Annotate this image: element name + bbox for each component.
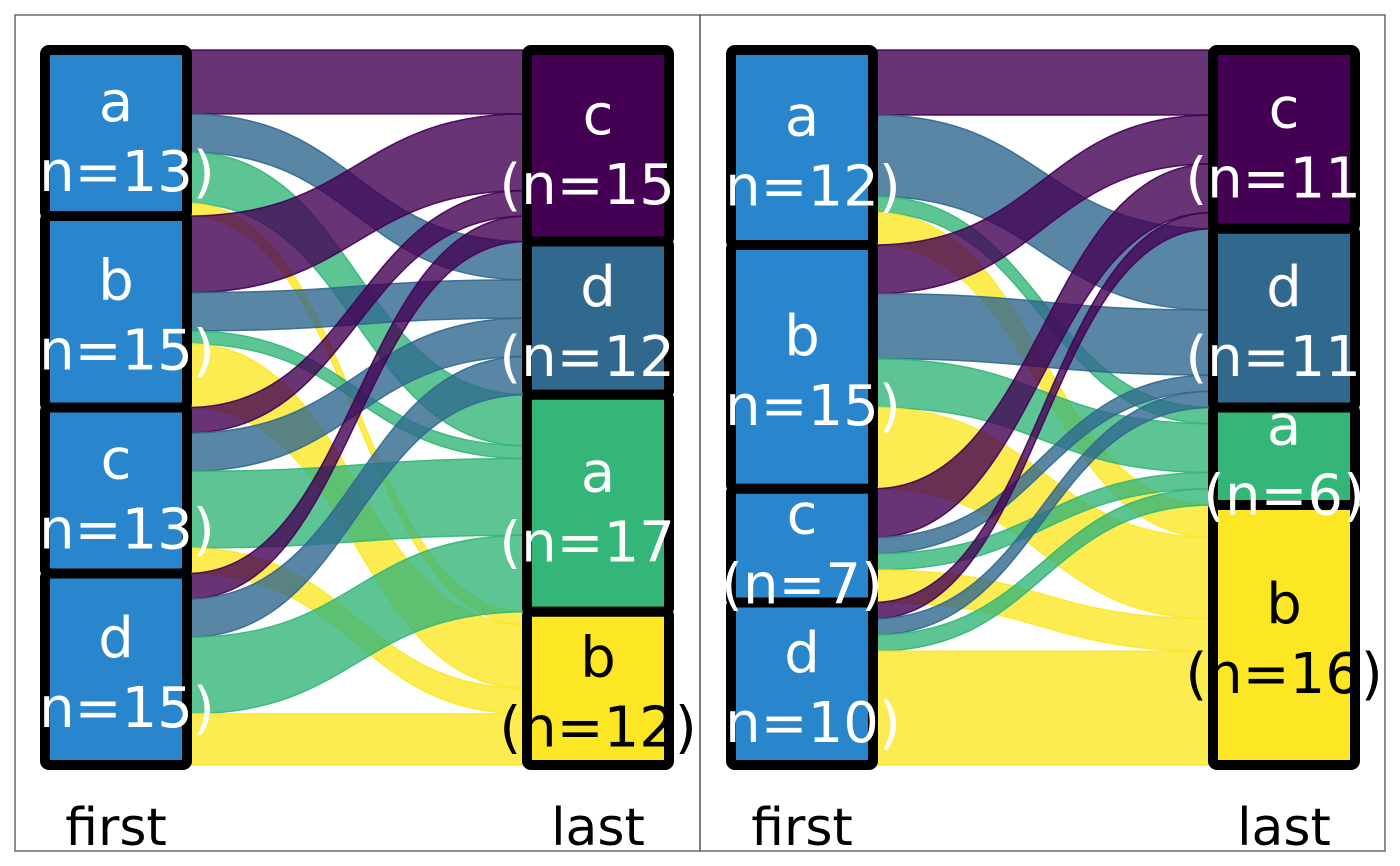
first-node-d-name: d [98, 606, 134, 671]
panel-frame [699, 14, 1386, 852]
first-node-b-count: (n=15) [703, 374, 900, 439]
first-node-b-name: b [784, 304, 820, 369]
first-node-c-count: (n=7) [721, 553, 883, 618]
axis-label-right: last [551, 798, 645, 858]
last-node-a-count: (n=17) [499, 510, 696, 575]
last-node-column: c(n=11)d(n=11)a(n=6)b(n=16) [1185, 45, 1383, 770]
flow-a-to-c [186, 49, 528, 115]
flow-a-to-c [872, 49, 1214, 116]
last-node-a-count: (n=6) [1203, 463, 1365, 528]
first-node-d [726, 597, 878, 770]
flow-layer [186, 49, 528, 766]
axis-label-left: first [751, 798, 853, 858]
last-node-a-name: a [581, 440, 615, 505]
last-node-c-name: c [583, 83, 614, 148]
last-node-b-count: (n=12) [499, 695, 696, 760]
last-node-column: c(n=15)d(n=12)a(n=17)b(n=12) [499, 45, 697, 770]
last-node-b-name: b [580, 625, 616, 690]
last-node-a-name: a [1267, 393, 1301, 458]
first-node-d-count: (n=10) [703, 691, 900, 756]
first-node-d-count: (n=15) [17, 676, 214, 741]
alluvial-panel-1: a(n=13)b(n=15)c(n=13)d(n=15)c(n=15)d(n=1… [14, 14, 701, 858]
last-node-b [1208, 500, 1360, 770]
first-node-c-name: c [787, 483, 818, 548]
last-node-d-count: (n=11) [1185, 325, 1382, 390]
first-node-column: a(n=12) b(n=15) c(n=7)d(n=10) [703, 45, 901, 770]
flow-d-to-b [186, 713, 528, 766]
last-node-c-count: (n=15) [499, 153, 696, 218]
first-node-b-count: (n=15) [17, 319, 214, 384]
flow-d-to-b [872, 650, 1214, 766]
first-node-a-count: (n=12) [703, 155, 900, 220]
last-node-c-name: c [1269, 76, 1300, 141]
last-node-d-name: d [1266, 255, 1302, 320]
last-node-b [522, 606, 674, 770]
first-node-c-count: (n=13) [17, 497, 214, 562]
last-node-d-count: (n=12) [499, 325, 696, 390]
axis-label-left: first [65, 798, 167, 858]
first-node-b-name: b [98, 249, 134, 314]
alluvial-panel-2: a(n=12)b(n=15)c(n=7)d(n=10)c(n=11)d(n=11… [699, 14, 1386, 858]
first-node-a-name: a [99, 70, 133, 135]
first-node-a-count: (n=13) [17, 140, 214, 205]
first-node-d-name: d [784, 621, 820, 686]
first-node-d [40, 568, 192, 770]
last-node-b-name: b [1266, 572, 1302, 637]
first-node-a-name: a [785, 85, 819, 150]
last-node-b-count: (n=16) [1185, 642, 1382, 707]
first-node-c-name: c [101, 427, 132, 492]
last-node-d-name: d [580, 255, 616, 320]
first-node-column: a(n=13)b(n=15)c(n=13)d(n=15) [17, 45, 215, 770]
axis-label-right: last [1237, 798, 1331, 858]
last-node-c-count: (n=11) [1185, 146, 1382, 211]
